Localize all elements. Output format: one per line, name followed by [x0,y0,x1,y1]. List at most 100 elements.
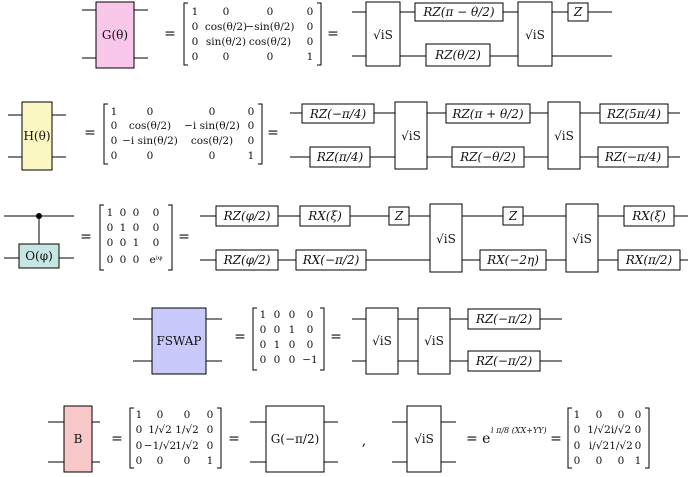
matrix-cell: 0 [307,36,314,48]
matrix-cell: 1 [248,150,255,162]
o-gate-label: O(φ) [25,249,53,263]
sqrt-iswap-label: √iS [554,129,574,143]
matrix-bracket-right [258,103,263,165]
matrix-bracket-left [99,204,104,271]
rz-gate-label: RZ(π + θ/2) [451,107,524,121]
matrix-cell: 1 [574,409,581,421]
matrix-cell: 1 [274,339,281,351]
matrix-cell: 0 [223,51,230,63]
matrix-cell: 1 [307,51,314,63]
rz-gate [414,2,504,22]
matrix-cell: 0 [635,409,642,421]
matrix-cell: 0 [289,309,296,321]
matrix-cell: eⁱᵠ [150,254,163,266]
g-gate-label: G(θ) [102,28,128,42]
exp-base: = e [466,431,490,447]
matrix-cell: 0 [635,424,642,436]
control-dot [36,213,42,219]
rz-gate-label: RZ(−π/2) [475,354,533,368]
matrix-cell: 0 [107,237,114,249]
equals-sign: = [267,125,279,141]
equals-sign: = [234,329,246,345]
matrix-bracket-left [129,407,134,469]
sqrt-iswap-gate [394,101,428,170]
matrix-cell: 0 [192,51,199,63]
matrix-cell: 0 [574,424,581,436]
rz-gate [445,103,531,124]
matrix-cell: 1 [289,324,296,336]
o-row: O(φ) = 1 0 0 0 0 1 0 0 0 0 1 0 0 0 0 eⁱᵠ… [4,203,688,273]
rz-gate-label: RZ(−π/2) [475,312,533,326]
matrix-bracket-right [168,204,173,271]
b-row: B = 1 0 0 0 0 1/√2 1/√2 0 0 −1/√2 1/√2 0… [48,405,650,473]
rx-gate-label: RX(ξ) [631,209,666,223]
matrix-cell: 0 [120,207,127,219]
o-matrix: 1 0 0 0 0 1 0 0 0 0 1 0 0 0 0 eⁱᵠ [107,207,163,266]
matrix-cell: 0 [120,254,127,266]
matrix-cell: 0 [107,254,114,266]
sqrt-iswap-label: √iS [414,432,434,446]
matrix-cell: 0 [209,106,216,118]
rz-gate [301,103,375,124]
sqrt-iswap-label: √iS [572,232,592,246]
matrix-cell: i/√2 [589,440,609,452]
matrix-bracket-left [252,307,257,371]
matrix-cell: 0 [107,222,114,234]
z-gate-label: Z [508,209,518,223]
z-gate-label: Z [573,5,583,19]
matrix-bracket-left [183,2,188,66]
matrix-cell: 0 [260,354,267,366]
exp-power: i π/8 (XX+YY) [491,426,547,435]
fswap-matrix: 1 0 0 0 0 0 1 0 0 1 0 0 0 0 0 −1 [260,309,318,366]
sqrt-iswap-gate [406,405,442,473]
matrix-cell: 0 [307,309,314,321]
matrix-bracket-right [317,2,322,66]
g-gate-box [265,405,325,473]
matrix-cell: 0 [267,6,274,18]
rz-gate [451,146,525,168]
g-gate-box [95,1,135,69]
equals-sign: = [111,431,123,447]
rz-gate [215,249,279,271]
sqrt-iswap-label: √iS [424,334,444,348]
rx-gate [295,249,367,271]
matrix-cell: 0 [260,324,267,336]
matrix-cell: 0 [596,409,603,421]
matrix-cell: 1 [120,222,127,234]
rx-gate-label: RX(−2η) [486,253,539,267]
z-gate-label: Z [394,209,404,223]
matrix-cell: 0 [307,324,314,336]
g-row: G(θ) = 1 0 0 0 0 cos(θ/2) −sin(θ/2) 0 0 … [82,1,612,69]
matrix-cell: 0 [133,207,140,219]
g-matrix: 1 0 0 0 0 cos(θ/2) −sin(θ/2) 0 0 sin(θ/2… [192,6,314,63]
matrix-cell: 1/√2 [175,440,199,452]
matrix-cell: 0 [274,309,281,321]
matrix-cell: 1 [635,455,642,467]
matrix-cell: 0 [574,440,581,452]
matrix-cell: −sin(θ/2) [245,21,294,33]
matrix-cell: 1/√2 [587,424,611,436]
matrix-cell: cos(θ/2) [191,135,233,147]
matrix-cell: 0 [157,409,164,421]
sqrt-iswap-label: √iS [525,28,545,42]
matrix-cell: 0 [307,21,314,33]
matrix-cell: 0 [635,440,642,452]
matrix-bracket-right [217,407,222,469]
matrix-cell: 0 [133,222,140,234]
sqrt-iswap-matrix: 1 0 0 0 0 1/√2 i/√2 0 0 i/√2 1/√2 0 0 0 … [574,409,642,467]
matrix-cell: 0 [184,409,191,421]
sqrt-iswap-gate [517,1,553,67]
rx-gate [299,205,351,227]
matrix-cell: 1/√2 [148,424,172,436]
matrix-cell: 0 [136,455,143,467]
matrix-cell: 0 [120,237,127,249]
rz-gate [597,146,669,168]
matrix-cell: 0 [267,51,274,63]
rx-gate-label: RX(−π/2) [302,253,360,267]
z-gate [388,206,410,226]
matrix-cell: 0 [153,222,160,234]
equals-sign: = [228,431,240,447]
fswap-gate-box [151,307,207,375]
rz-gate [425,43,491,67]
matrix-cell: 1 [133,237,140,249]
